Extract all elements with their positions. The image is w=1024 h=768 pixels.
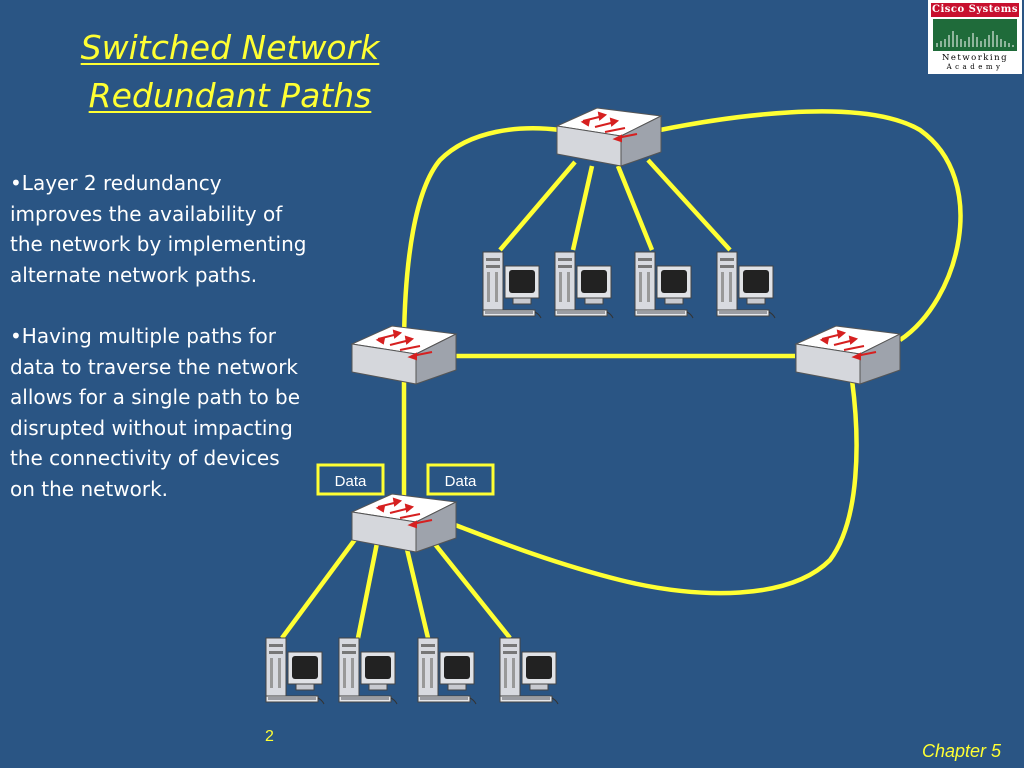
link-bottom-to-pc — [403, 544, 431, 639]
logo-company-name: Cisco Systems — [931, 3, 1019, 17]
data-label-left: Data — [316, 463, 385, 496]
logo-academy-text: Academy — [946, 63, 1004, 71]
bullet-item: •Having multiple paths for data to trave… — [10, 324, 301, 501]
logo-networking-text: Networking — [941, 53, 1009, 63]
link-bottom-to-pc — [428, 536, 512, 640]
workstation — [499, 637, 559, 705]
bullet-list: •Layer 2 redundancy improves the availab… — [10, 168, 308, 504]
switch-middle-right — [795, 325, 901, 385]
link-bottom-to-pc — [355, 537, 381, 639]
page-number: 2 — [265, 728, 274, 745]
workstation — [634, 251, 694, 319]
workstation — [417, 637, 477, 705]
cisco-networking-academy-logo: Cisco Systems Networking Academy — [928, 0, 1022, 74]
switch-bottom-left — [351, 493, 457, 553]
data-label-text: Data — [335, 473, 367, 490]
switch-middle-left — [351, 325, 457, 385]
link-bottom-to-pc — [280, 528, 364, 640]
link-top-to-pc — [646, 158, 732, 252]
link-top-to-pc — [615, 165, 655, 251]
link-top-to-middle-left — [401, 126, 561, 341]
data-label-right: Data — [426, 463, 495, 496]
workstation — [265, 637, 325, 705]
cisco-bars-icon — [933, 19, 1017, 51]
link-middle-right-to-bottom-left — [454, 379, 859, 596]
workstation — [554, 251, 614, 319]
chapter-label: Chapter 5 — [922, 741, 1002, 761]
slide-title-line-1: Switched Network — [80, 28, 380, 67]
workstation — [482, 251, 542, 319]
slide-title-line-2: Redundant Paths — [88, 76, 372, 115]
network-links — [280, 109, 963, 640]
switch-top — [556, 107, 662, 167]
workstation — [338, 637, 398, 705]
bullet-item: •Layer 2 redundancy improves the availab… — [10, 171, 307, 287]
link-top-to-pc — [498, 160, 577, 252]
workstation — [716, 251, 776, 319]
data-label-text: Data — [445, 473, 477, 490]
link-top-to-pc — [570, 165, 595, 251]
link-top-to-middle-right — [659, 109, 963, 342]
